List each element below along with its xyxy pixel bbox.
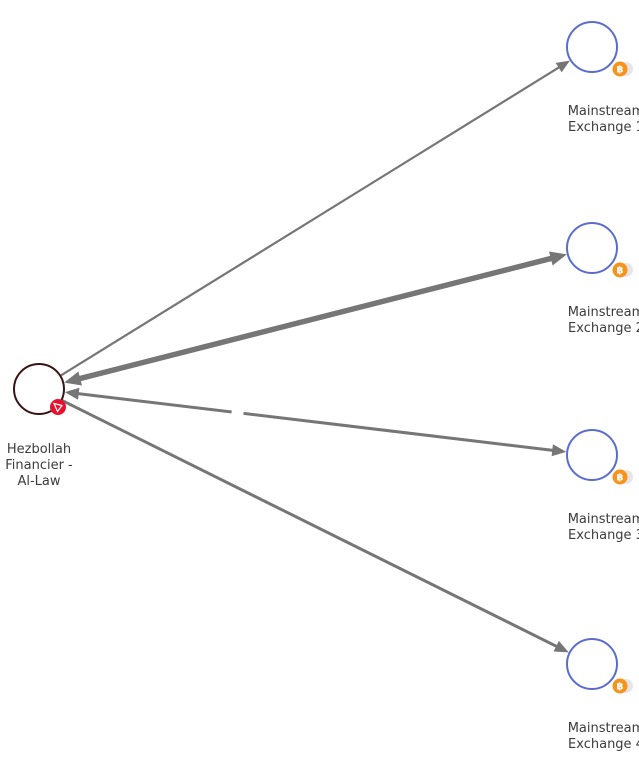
edge-line (75, 391, 556, 453)
bitcoin-icon (612, 678, 628, 694)
edge-arrow-head (551, 444, 567, 457)
edge-4[interactable] (61, 399, 569, 653)
exchange-label-line: Exchange 4 (568, 737, 639, 752)
edge-arrow-head (553, 640, 569, 653)
edge-3[interactable] (64, 387, 567, 457)
edge-1[interactable] (60, 60, 570, 377)
exchange-label-line: Exchange 2 (568, 321, 639, 336)
edge-gap (231, 409, 244, 416)
exchange-label-line: Exchange 1 (568, 120, 639, 135)
bitcoin-glyph: ฿ (617, 266, 624, 277)
edge-line (76, 255, 555, 382)
bitcoin-glyph: ฿ (617, 65, 624, 76)
exchange-label-line: Mainstream (568, 305, 639, 320)
source-label-line: Hezbollah (7, 442, 71, 457)
bitcoin-glyph: ฿ (617, 473, 624, 484)
exchange-label-line: Mainstream (568, 512, 639, 527)
tron-glyph (52, 402, 64, 413)
source-label-line: Al-Law (17, 474, 60, 489)
edge-line (61, 399, 560, 649)
source-label-line: Financier - (5, 458, 73, 473)
bitcoin-glyph: ฿ (617, 682, 624, 693)
exchange-label-line: Exchange 3 (568, 528, 639, 543)
bitcoin-icon (612, 61, 628, 77)
node-ring (13, 363, 65, 415)
node-ring (566, 21, 618, 73)
bitcoin-icon (612, 469, 628, 485)
edge-arrow-head (549, 251, 567, 266)
node-ring (566, 429, 618, 481)
bitcoin-icon (612, 262, 628, 278)
tron-icon (50, 399, 66, 415)
node-ring (566, 638, 618, 690)
edge-arrow-head (555, 60, 570, 73)
exchange-label-line: Mainstream (568, 104, 639, 119)
edge-arrow-tail (64, 371, 82, 386)
edge-line (60, 65, 562, 377)
exchange-label-line: Mainstream (568, 721, 639, 736)
edges-layer (60, 60, 570, 653)
edge-arrow-tail (64, 387, 80, 400)
node-ring (566, 222, 618, 274)
edge-2[interactable] (64, 251, 567, 386)
